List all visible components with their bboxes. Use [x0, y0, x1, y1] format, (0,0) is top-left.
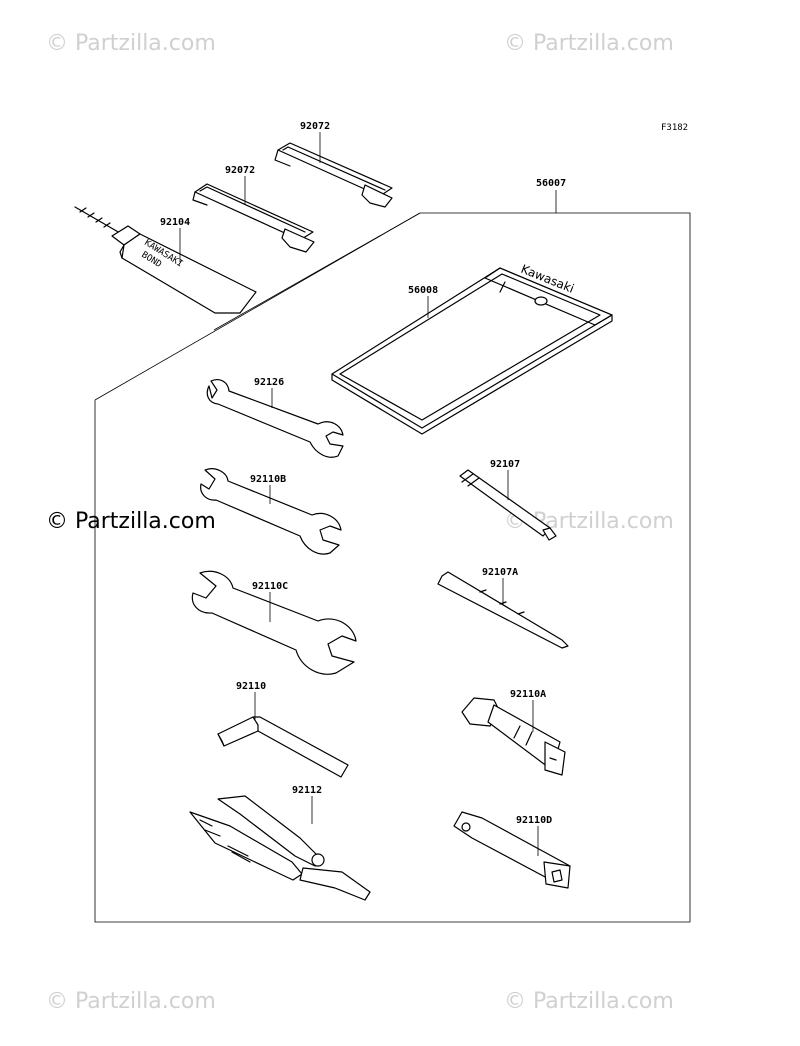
- label-92104: 92104: [160, 217, 190, 228]
- spark-plug-wrench: [461, 697, 566, 776]
- label-92110: 92110: [236, 681, 266, 692]
- diagram-code: F3182: [661, 123, 688, 133]
- watermark-bottom-right: © Partzilla.com: [504, 989, 674, 1014]
- watermark-top-left: © Partzilla.com: [46, 31, 216, 56]
- label-92112: 92112: [292, 785, 322, 796]
- label-92126: 92126: [254, 377, 284, 388]
- label-92107a: 92107A: [482, 567, 518, 578]
- label-92110b: 92110B: [250, 474, 286, 485]
- label-56007: 56007: [536, 178, 566, 189]
- wrench-92110b: [200, 468, 342, 555]
- wrench-92110c: [191, 570, 357, 675]
- tool-bag: Kawasaki: [331, 262, 613, 435]
- label-92110c: 92110C: [252, 581, 288, 592]
- screwdriver-handle: [459, 469, 557, 541]
- label-92107: 92107: [490, 459, 520, 470]
- strap-lower: [192, 183, 315, 253]
- watermark-middle-left: © Partzilla.com: [46, 509, 216, 534]
- watermark-bottom-left: © Partzilla.com: [46, 989, 216, 1014]
- label-92072-lower: 92072: [225, 165, 255, 176]
- kit-boundary-extension: [213, 212, 421, 331]
- screwdriver-bit: [437, 571, 569, 649]
- strap-upper: [274, 142, 393, 208]
- pliers: [189, 795, 371, 901]
- hex-wrench: [217, 716, 349, 778]
- label-92110a: 92110A: [510, 689, 546, 700]
- label-92072-upper: 92072: [300, 121, 330, 132]
- box-wrench: [453, 811, 571, 889]
- wrench-92126: [206, 379, 344, 458]
- label-56008: 56008: [408, 285, 438, 296]
- label-92110d: 92110D: [516, 815, 552, 826]
- watermark-top-right: © Partzilla.com: [504, 31, 674, 56]
